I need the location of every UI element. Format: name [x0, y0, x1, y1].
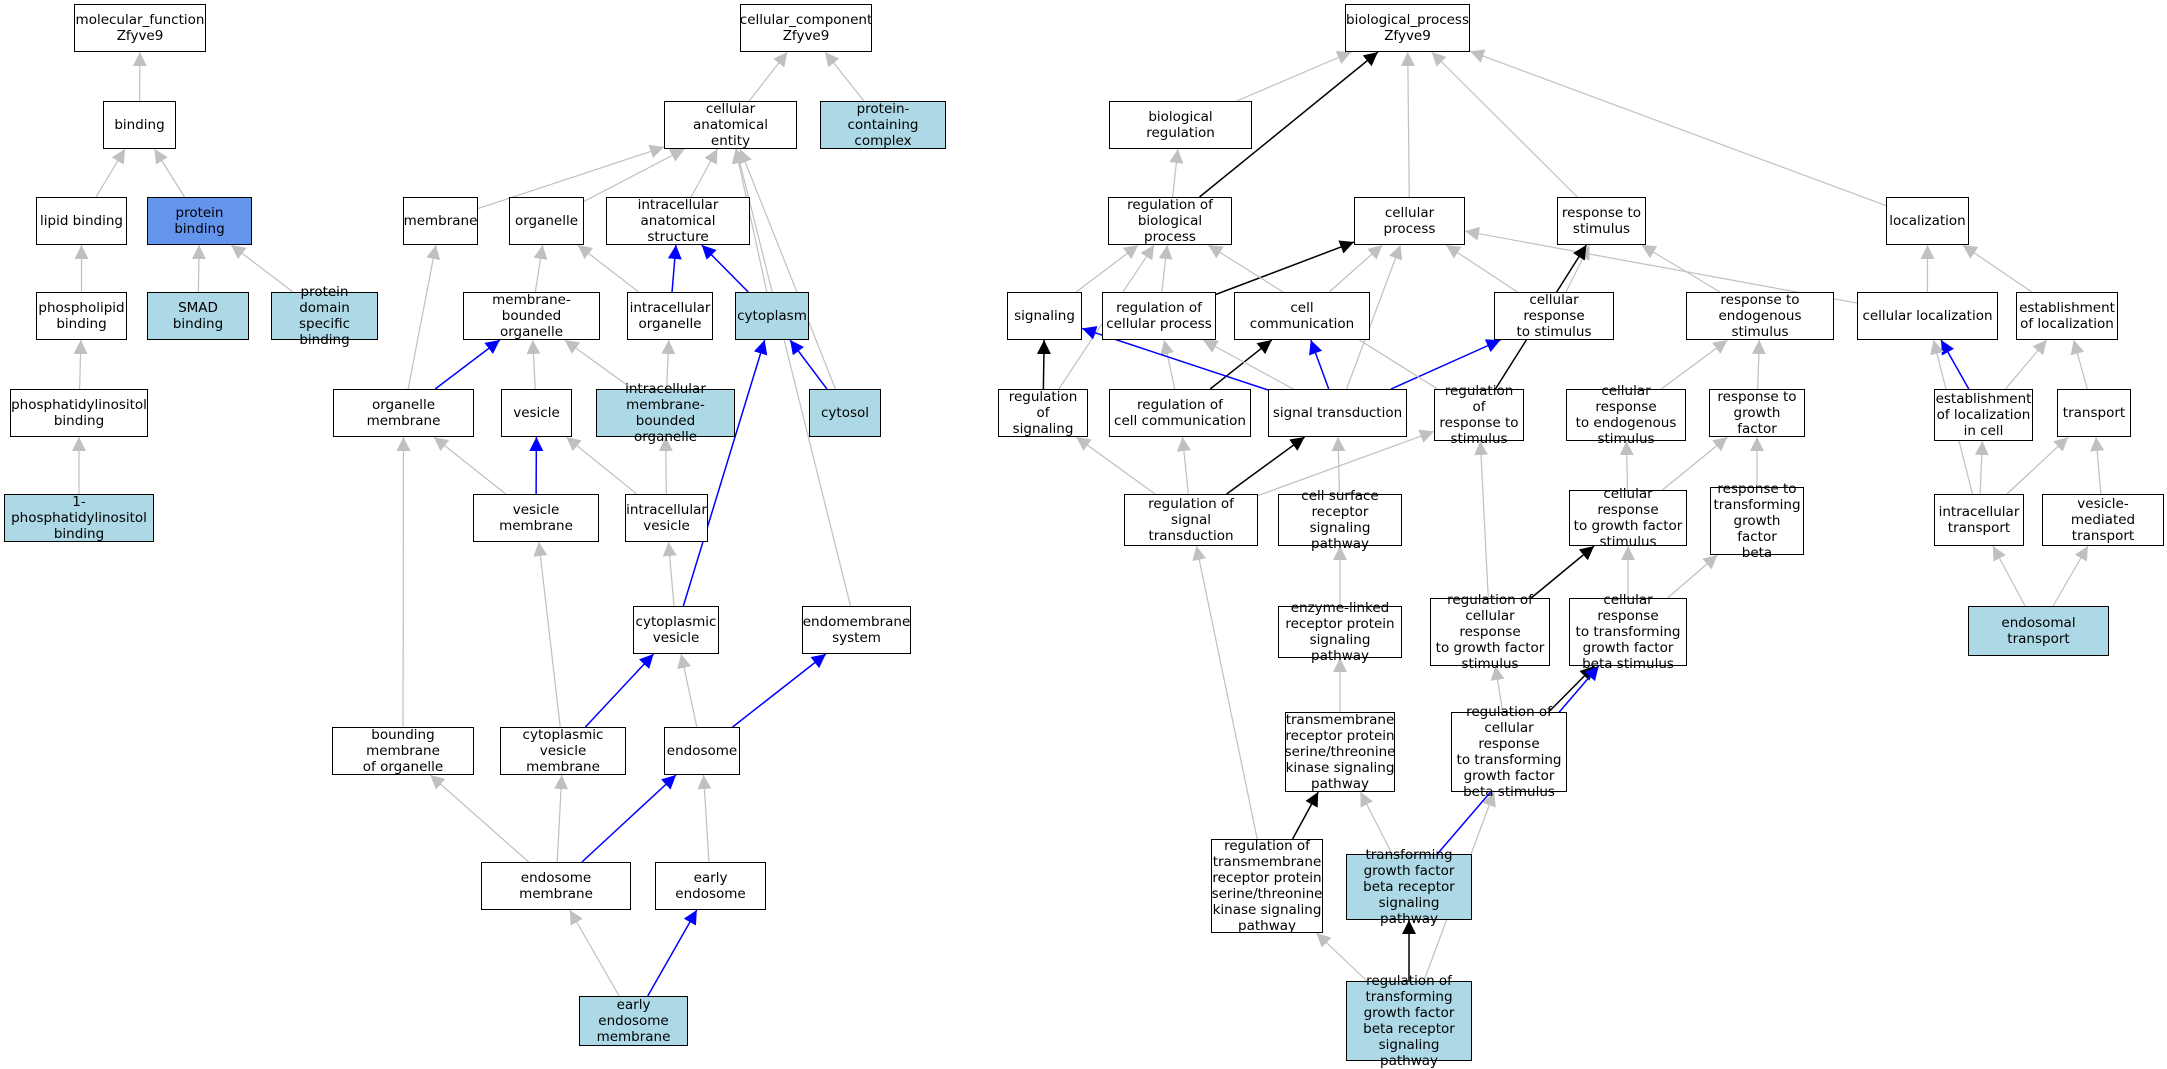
node-protein-binding: protein binding [147, 197, 252, 245]
node-cellular-localization: cellular localization [1857, 292, 1998, 340]
node-regulation-of-transmembrane-receptor-protein-serine-threonine-kinase-signaling-pathway: regulation of transmembrane receptor pro… [1211, 839, 1323, 933]
node-molecular-function-root: molecular_function Zfyve9 [74, 4, 206, 52]
node-phosphatidylinositol-binding: phosphatidylinositol binding [10, 389, 148, 437]
node-intracellular-membrane-bounded-organelle: intracellular membrane-bounded organelle [596, 389, 735, 437]
node-regulation-of-cellular-process: regulation of cellular process [1102, 292, 1216, 340]
node-protein-containing-complex: protein-containing complex [820, 101, 946, 149]
node-endomembrane-system: endomembrane system [802, 606, 911, 654]
node-cellular-response-to-growth-factor-stimulus: cellular response to growth factor stimu… [1569, 490, 1687, 546]
node-early-endosome: early endosome [655, 862, 766, 910]
node-organelle: organelle [509, 197, 584, 245]
node-establishment-of-localization: establishment of localization [2016, 292, 2118, 340]
node-cytoplasm: cytoplasm [735, 292, 809, 340]
node-cell-communication: cell communication [1234, 292, 1370, 340]
node-regulation-of-cell-communication: regulation of cell communication [1109, 389, 1251, 437]
node-signaling: signaling [1007, 292, 1082, 340]
node-cytoplasmic-vesicle: cytoplasmic vesicle [633, 606, 719, 654]
node-membrane: membrane [403, 197, 478, 245]
node-intracellular-anatomical-structure: intracellular anatomical structure [606, 197, 750, 245]
node-regulation-of-signaling: regulation of signaling [998, 389, 1088, 437]
node-phospholipid-binding: phospholipid binding [36, 292, 127, 340]
node-regulation-of-cellular-response-to-growth-factor-stimulus: regulation of cellular response to growt… [1430, 598, 1550, 666]
node-protein-domain-specific-binding: protein domain specific binding [271, 292, 378, 340]
node-cellular-response-to-endogenous-stimulus: cellular response to endogenous stimulus [1566, 389, 1686, 441]
node-intracellular-organelle: intracellular organelle [627, 292, 713, 340]
node-response-to-growth-factor: response to growth factor [1709, 389, 1805, 437]
node-organelle-membrane: organelle membrane [333, 389, 474, 437]
node-endosome-membrane: endosome membrane [481, 862, 631, 910]
node-vesicle-membrane: vesicle membrane [473, 494, 599, 542]
node-vesicle-mediated-transport: vesicle-mediated transport [2042, 494, 2164, 546]
node-smad-binding: SMAD binding [147, 292, 249, 340]
node-cellular-anatomical-entity: cellular anatomical entity [664, 101, 797, 149]
node-enzyme-linked-receptor-protein-signaling-pathway: enzyme-linked receptor protein signaling… [1278, 606, 1402, 658]
node-regulation-of-transforming-growth-factor-beta-receptor-signaling-pathway: regulation of transforming growth factor… [1346, 981, 1472, 1061]
node-endosome: endosome [664, 727, 740, 775]
node-biological-regulation: biological regulation [1109, 101, 1252, 149]
node-response-to-transforming-growth-factor-beta: response to transforming growth factor b… [1710, 487, 1804, 555]
node-cytosol: cytosol [809, 389, 881, 437]
node-intracellular-transport: intracellular transport [1934, 494, 2024, 546]
node-establishment-of-localization-in-cell: establishment of localization in cell [1934, 389, 2033, 441]
node-regulation-of-biological-process: regulation of biological process [1108, 197, 1232, 245]
node-intracellular-vesicle: intracellular vesicle [625, 494, 708, 542]
node-vesicle: vesicle [501, 389, 572, 437]
node-lipid-binding: lipid binding [36, 197, 127, 245]
node-1-phosphatidylinositol-binding: 1-phosphatidylinositol binding [4, 494, 154, 542]
node-signal-transduction: signal transduction [1268, 389, 1407, 437]
node-bounding-membrane-of-organelle: bounding membrane of organelle [332, 727, 474, 775]
node-transport: transport [2057, 389, 2131, 437]
node-regulation-of-cellular-response-to-transforming-growth-factor-beta-stimulus: regulation of cellular response to trans… [1451, 712, 1567, 792]
node-transforming-growth-factor-beta-receptor-signaling-pathway: transforming growth factor beta receptor… [1346, 854, 1472, 920]
node-regulation-of-signal-transduction: regulation of signal transduction [1124, 494, 1258, 546]
node-response-to-endogenous-stimulus: response to endogenous stimulus [1686, 292, 1834, 340]
node-transmembrane-receptor-protein-serine-threonine-kinase-signaling-pathway: transmembrane receptor protein serine/th… [1285, 712, 1395, 792]
node-endosomal-transport: endosomal transport [1968, 606, 2109, 656]
node-response-to-stimulus: response to stimulus [1557, 197, 1646, 245]
node-cytoplasmic-vesicle-membrane: cytoplasmic vesicle membrane [500, 727, 626, 775]
node-cellular-response-to-transforming-growth-factor-beta-stimulus: cellular response to transforming growth… [1569, 598, 1687, 666]
node-binding: binding [103, 101, 176, 149]
node-cellular-response-to-stimulus: cellular response to stimulus [1494, 292, 1614, 340]
node-biological-process-root: biological_process Zfyve9 [1345, 4, 1470, 52]
node-cell-surface-receptor-signaling-pathway: cell surface receptor signaling pathway [1278, 494, 1402, 546]
node-cellular-component-root: cellular_component Zfyve9 [740, 4, 872, 52]
node-early-endosome-membrane: early endosome membrane [579, 996, 688, 1046]
node-cellular-process: cellular process [1354, 197, 1465, 245]
node-membrane-bounded-organelle: membrane-bounded organelle [463, 292, 600, 340]
node-regulation-of-response-to-stimulus: regulation of response to stimulus [1434, 389, 1524, 441]
node-localization: localization [1886, 197, 1969, 245]
